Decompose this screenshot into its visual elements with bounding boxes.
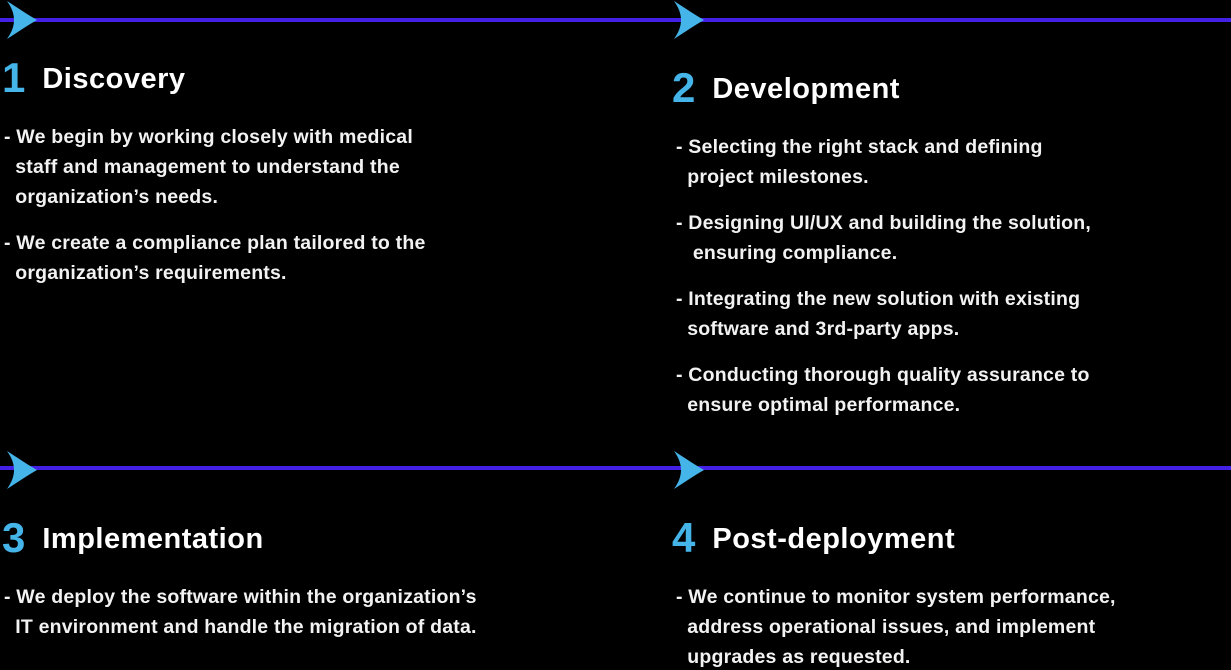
step-heading-implementation: 3 Implementation bbox=[2, 510, 264, 561]
step-title: Development bbox=[712, 73, 900, 105]
chevron-right-icon bbox=[673, 451, 704, 489]
step-paragraph: - Designing UI/UX and building the solut… bbox=[676, 212, 1092, 264]
step-paragraph: - We create a compliance plan tailored t… bbox=[4, 232, 426, 284]
timeline-rule-bottom bbox=[0, 466, 1231, 470]
step-paragraph: - We deploy the software within the orga… bbox=[4, 586, 477, 638]
step-body-post-deployment: - We continue to monitor system performa… bbox=[676, 582, 1116, 670]
step-body-development: - Selecting the right stack and defining… bbox=[676, 132, 1091, 436]
step-paragraph: - Conducting thorough quality assurance … bbox=[676, 364, 1090, 416]
step-paragraph: - Integrating the new solution with exis… bbox=[676, 288, 1081, 340]
chevron-right-icon bbox=[6, 451, 37, 489]
chevron-right-icon bbox=[673, 1, 704, 39]
step-heading-discovery: 1 Discovery bbox=[2, 50, 186, 101]
step-heading-development: 2 Development bbox=[672, 60, 900, 111]
step-number: 3 bbox=[2, 514, 26, 561]
step-heading-post-deployment: 4 Post-deployment bbox=[672, 510, 956, 561]
step-body-implementation: - We deploy the software within the orga… bbox=[4, 582, 477, 658]
step-number: 1 bbox=[2, 54, 26, 101]
step-title: Discovery bbox=[42, 63, 186, 95]
step-number: 2 bbox=[672, 64, 696, 111]
step-title: Post-deployment bbox=[712, 523, 956, 555]
step-number: 4 bbox=[672, 514, 696, 561]
timeline-rule-top bbox=[0, 18, 1231, 22]
chevron-right-icon bbox=[6, 1, 37, 39]
step-body-discovery: - We begin by working closely with medic… bbox=[4, 122, 426, 304]
step-title: Implementation bbox=[42, 523, 264, 555]
step-paragraph: - Selecting the right stack and defining… bbox=[676, 136, 1043, 188]
step-paragraph: - We continue to monitor system performa… bbox=[676, 586, 1116, 668]
step-paragraph: - We begin by working closely with medic… bbox=[4, 126, 413, 208]
